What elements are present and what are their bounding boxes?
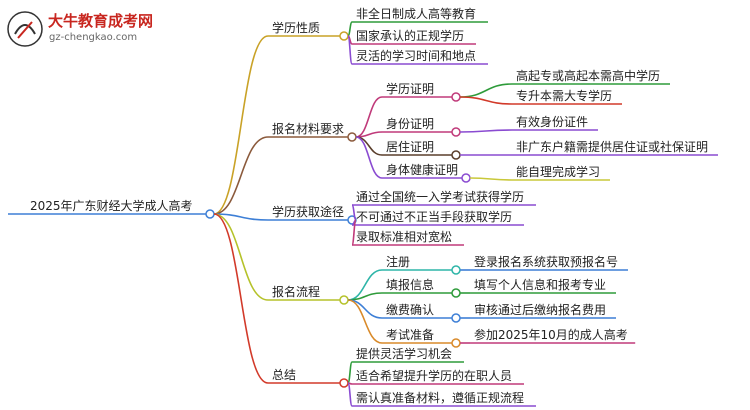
- sub-branch-knob: [451, 92, 461, 102]
- sub-branch-label: 填报信息: [386, 277, 434, 292]
- sub-branch-label: 考试准备: [386, 327, 434, 342]
- leaf-label: 提供灵活学习机会: [356, 346, 452, 361]
- leaf-label: 录取标准相对宽松: [356, 229, 452, 244]
- leaf-label: 审核通过后缴纳报名费用: [474, 302, 606, 317]
- leaf-connector: [347, 292, 383, 301]
- root-node-label: 2025年广东财经大学成人高考: [30, 198, 193, 213]
- leaf-label: 通过全国统一入学考试获得学历: [356, 189, 524, 204]
- branch-label: 学历获取途径: [272, 204, 344, 219]
- sub-branch-label: 缴费确认: [386, 302, 434, 317]
- leaf-connector: [347, 269, 383, 301]
- branch-connector: [213, 213, 269, 384]
- sub-branch-label: 身份证明: [386, 116, 434, 131]
- leaf-connector: [347, 299, 383, 344]
- watermark: 大牛教育成考网 gz-chengkao.com: [6, 6, 176, 52]
- branch-label: 报名材料要求: [272, 121, 344, 136]
- branch-knob: [347, 132, 357, 142]
- leaf-connector: [347, 21, 353, 37]
- sub-branch-knob: [451, 338, 461, 348]
- leaf-label: 登录报名系统获取预报名号: [474, 254, 618, 269]
- leaf-label: 专升本需大专学历: [516, 88, 612, 103]
- branch-connector: [213, 136, 269, 215]
- watermark-title: 大牛教育成考网: [48, 12, 154, 30]
- branch-connector: [213, 213, 269, 221]
- sub-branch-knob: [461, 173, 471, 183]
- brand-logo-icon: [7, 11, 43, 47]
- sub-branch-label: 身体健康证明: [386, 162, 458, 177]
- sub-branch-label: 居住证明: [386, 140, 434, 154]
- branch-connector: [213, 35, 269, 215]
- branch-knob: [339, 31, 349, 41]
- leaf-connector: [347, 382, 353, 407]
- branch-label: 总结: [272, 368, 296, 382]
- leaf-label: 需认真准备材料，遵循正规流程: [356, 390, 524, 405]
- leaf-connector: [347, 35, 353, 65]
- branch-knob: [339, 295, 349, 305]
- leaf-connector: [355, 136, 383, 179]
- leaf-label: 填写个人信息和报考专业: [474, 277, 606, 292]
- leaf-connector: [459, 129, 513, 133]
- leaf-connector: [355, 131, 383, 138]
- branch-knob: [339, 378, 349, 388]
- leaf-connector: [355, 136, 383, 156]
- leaf-label: 能自理完成学习: [516, 164, 600, 179]
- sub-branch-knob: [451, 265, 461, 275]
- sub-branch-knob: [451, 150, 461, 160]
- sub-branch-knob: [451, 288, 461, 298]
- leaf-label: 有效身份证件: [516, 114, 588, 129]
- leaf-connector: [347, 361, 353, 384]
- sub-branch-label: 注册: [386, 254, 410, 269]
- leaf-label: 不可通过不正当手段获取学历: [356, 209, 512, 224]
- sub-branch-knob: [451, 313, 461, 323]
- leaf-label: 参加2025年10月的成人高考: [474, 327, 628, 342]
- leaf-connector: [355, 96, 383, 138]
- branch-label: 报名流程: [272, 284, 320, 299]
- leaf-connector: [469, 177, 513, 181]
- branch-connector: [213, 213, 269, 301]
- leaf-label: 非广东户籍需提供居住证或社保证明: [516, 139, 708, 154]
- leaf-connector: [459, 96, 513, 105]
- leaf-connector: [459, 83, 513, 98]
- sub-branch-knob: [451, 127, 461, 137]
- leaf-label: 灵活的学习时间和地点: [356, 48, 476, 63]
- leaf-label: 非全日制成人高等教育: [356, 6, 476, 21]
- leaf-label: 国家承认的正规学历: [356, 28, 464, 43]
- root-node-knob: [205, 209, 215, 219]
- branch-label: 学历性质: [272, 20, 320, 35]
- leaf-label: 高起专或高起本需高中学历: [516, 68, 660, 83]
- sub-branch-label: 学历证明: [386, 81, 434, 96]
- watermark-url: gz-chengkao.com: [49, 32, 138, 43]
- leaf-label: 适合希望提升学历的在职人员: [356, 368, 512, 383]
- leaf-connector: [347, 299, 383, 319]
